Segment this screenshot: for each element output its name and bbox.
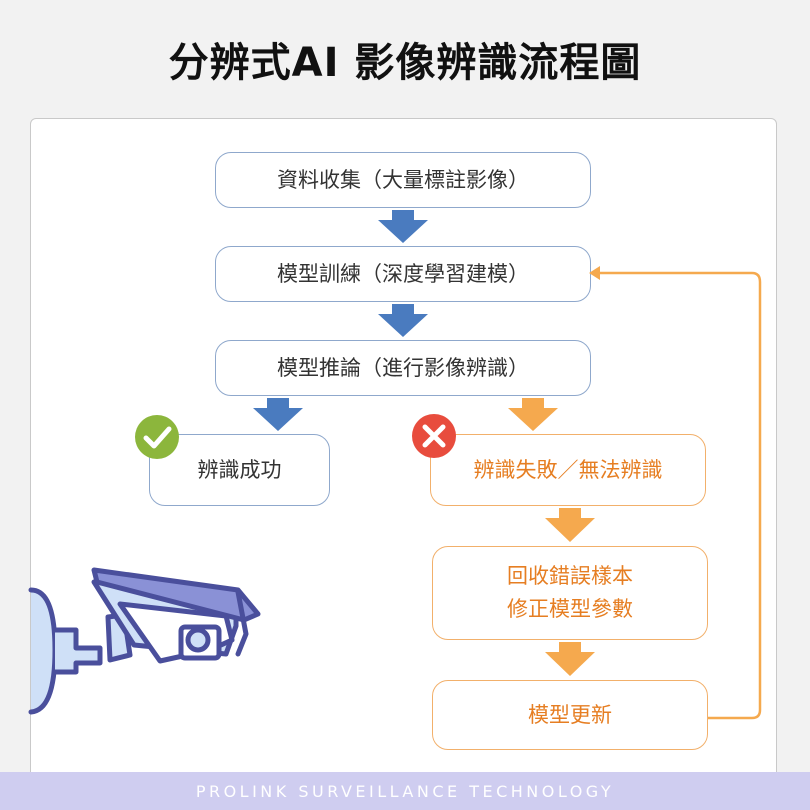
page-title: 分辨式AI 影像辨識流程圖 — [168, 40, 642, 86]
arrow-collect-to-train — [378, 210, 428, 243]
step-collect-errors-line2: 修正模型參數 — [507, 597, 633, 621]
step-collect-errors-line1: 回收錯誤樣本 — [507, 564, 633, 589]
arrow-train-to-infer — [378, 304, 428, 337]
step-recognition-success: 辨識成功 — [149, 434, 330, 506]
feedback-loop-line — [598, 271, 762, 720]
step-collect-errors: 回收錯誤樣本 修正模型參數 — [432, 546, 708, 640]
footer-brand: PROLINK SURVEILLANCE TECHNOLOGY — [0, 772, 810, 810]
x-circle-icon — [412, 414, 456, 458]
arrow-infer-to-fail — [508, 398, 558, 431]
check-circle-icon — [135, 415, 179, 459]
step-model-inference: 模型推論（進行影像辨識） — [215, 340, 591, 396]
feedback-loop-arrowhead — [589, 266, 600, 280]
arrow-correct-to-update — [545, 642, 595, 676]
arrow-fail-to-correct — [545, 508, 595, 542]
arrow-infer-to-success — [253, 398, 303, 431]
security-camera-icon — [28, 567, 261, 715]
step-recognition-failure: 辨識失敗／無法辨識 — [430, 434, 706, 506]
step-data-collection: 資料收集（大量標註影像） — [215, 152, 591, 208]
step-model-training: 模型訓練（深度學習建模） — [215, 246, 591, 302]
step-model-update: 模型更新 — [432, 680, 708, 750]
